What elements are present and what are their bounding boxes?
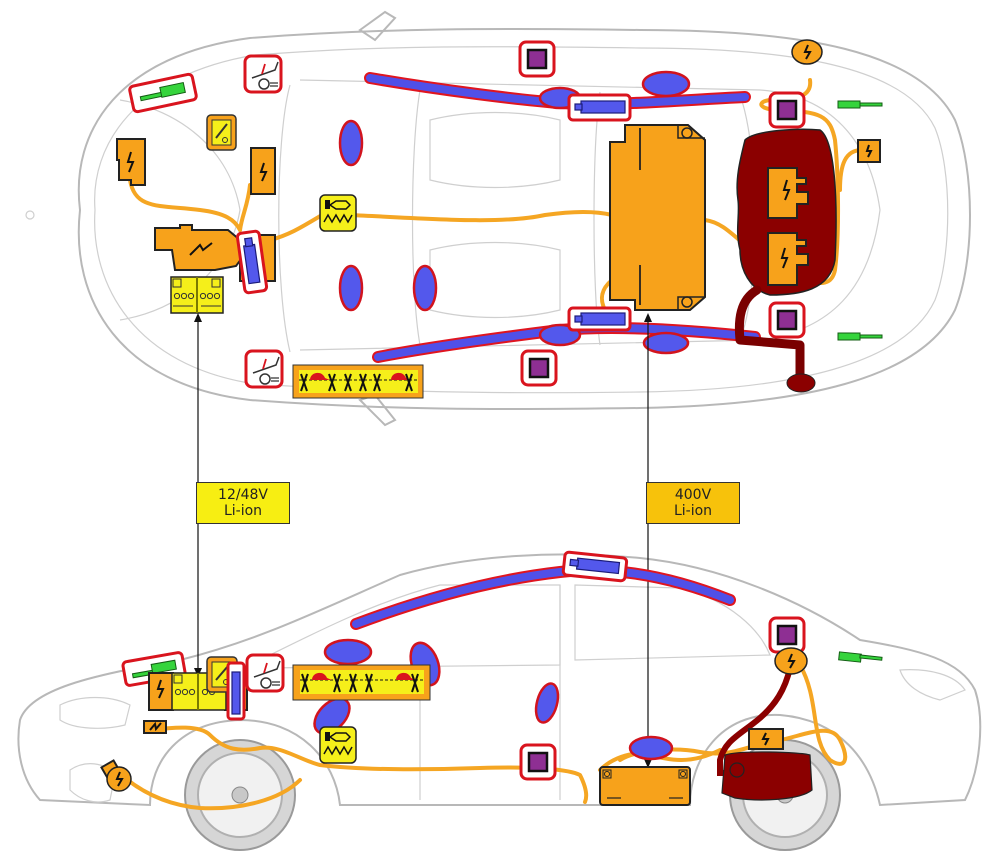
top-gas-generator-upper (567, 93, 632, 122)
control-unit-top-rear-lower (768, 301, 806, 339)
fuse-box-top (206, 114, 237, 151)
hv-component-front-right (250, 147, 276, 195)
hv-battery-400v-top (609, 124, 706, 311)
pedestrian-protection-icon-bottom (244, 349, 284, 389)
control-unit-top-rear-upper (768, 91, 806, 129)
gas-strut-side-rear (838, 651, 883, 663)
airbag-driver-side (323, 638, 373, 666)
cut-zone-strip-side (292, 664, 431, 701)
charging-socket-front (100, 759, 132, 792)
control-unit-side-rear (768, 616, 806, 654)
control-unit-top-center-lower (520, 349, 558, 387)
cut-zone-strip-top (292, 364, 424, 399)
side-hv-cables (123, 663, 848, 811)
gas-strut-trunk-upper (837, 100, 883, 109)
fire-helmet-icon (310, 372, 330, 380)
battery-12v-type: Li-ion (223, 503, 263, 519)
airbag-knee-side (313, 697, 351, 735)
top-airbags (338, 70, 691, 355)
charging-socket-top (791, 39, 823, 65)
battery-12v-voltage: 12/48V (218, 487, 268, 503)
hv-component-rear-lower (767, 232, 809, 286)
top-gas-generator-lower (567, 306, 632, 332)
fire-helmet-icon (312, 672, 332, 680)
side-gas-generator (561, 550, 629, 583)
airbag-knee (412, 264, 438, 312)
hv-battery-400v-side (599, 766, 691, 806)
airbag-front-left (338, 119, 364, 167)
pedestrian-protection-icon-side (245, 653, 285, 693)
hv-component-side-rear (748, 728, 784, 750)
battery-400v-label: 400V Li-ion (646, 482, 740, 524)
gas-strut-hood (128, 72, 198, 114)
gas-generator-side-front (226, 661, 246, 721)
airbag-side-rear-bottom (642, 331, 690, 355)
hv-component-rear-small (857, 139, 881, 163)
airbag-front-right (338, 264, 364, 312)
gas-generator-front (235, 229, 269, 295)
control-unit-top-center (518, 40, 556, 78)
fire-helmet-icon (391, 372, 411, 380)
fuel-tank-side (717, 665, 813, 801)
hv-component-rear-upper (767, 167, 809, 219)
side-airbags (313, 638, 674, 761)
pedestrian-protection-icon-top (243, 54, 283, 94)
fire-helmet-icon (396, 672, 416, 680)
airbag-seat-side (534, 682, 560, 724)
battery-12v-label: 12/48V Li-ion (196, 482, 290, 524)
heater-component-side (319, 726, 357, 764)
heater-component-top (319, 194, 357, 232)
hv-component-front-left (116, 138, 146, 186)
battery-12v-top (170, 276, 224, 314)
battery-400v-type: Li-ion (673, 503, 713, 519)
charging-socket-side (774, 647, 808, 675)
leader-line-400v (644, 313, 652, 768)
airbag-side-rear-top (641, 70, 691, 98)
battery-400v-voltage: 400V (674, 487, 712, 503)
airbag-rear-seat-side (628, 735, 674, 761)
hv-component-side-small (143, 720, 167, 734)
side-curtain-airbag (350, 564, 736, 630)
control-unit-side-center (519, 743, 557, 781)
gas-strut-trunk-lower (837, 332, 883, 341)
